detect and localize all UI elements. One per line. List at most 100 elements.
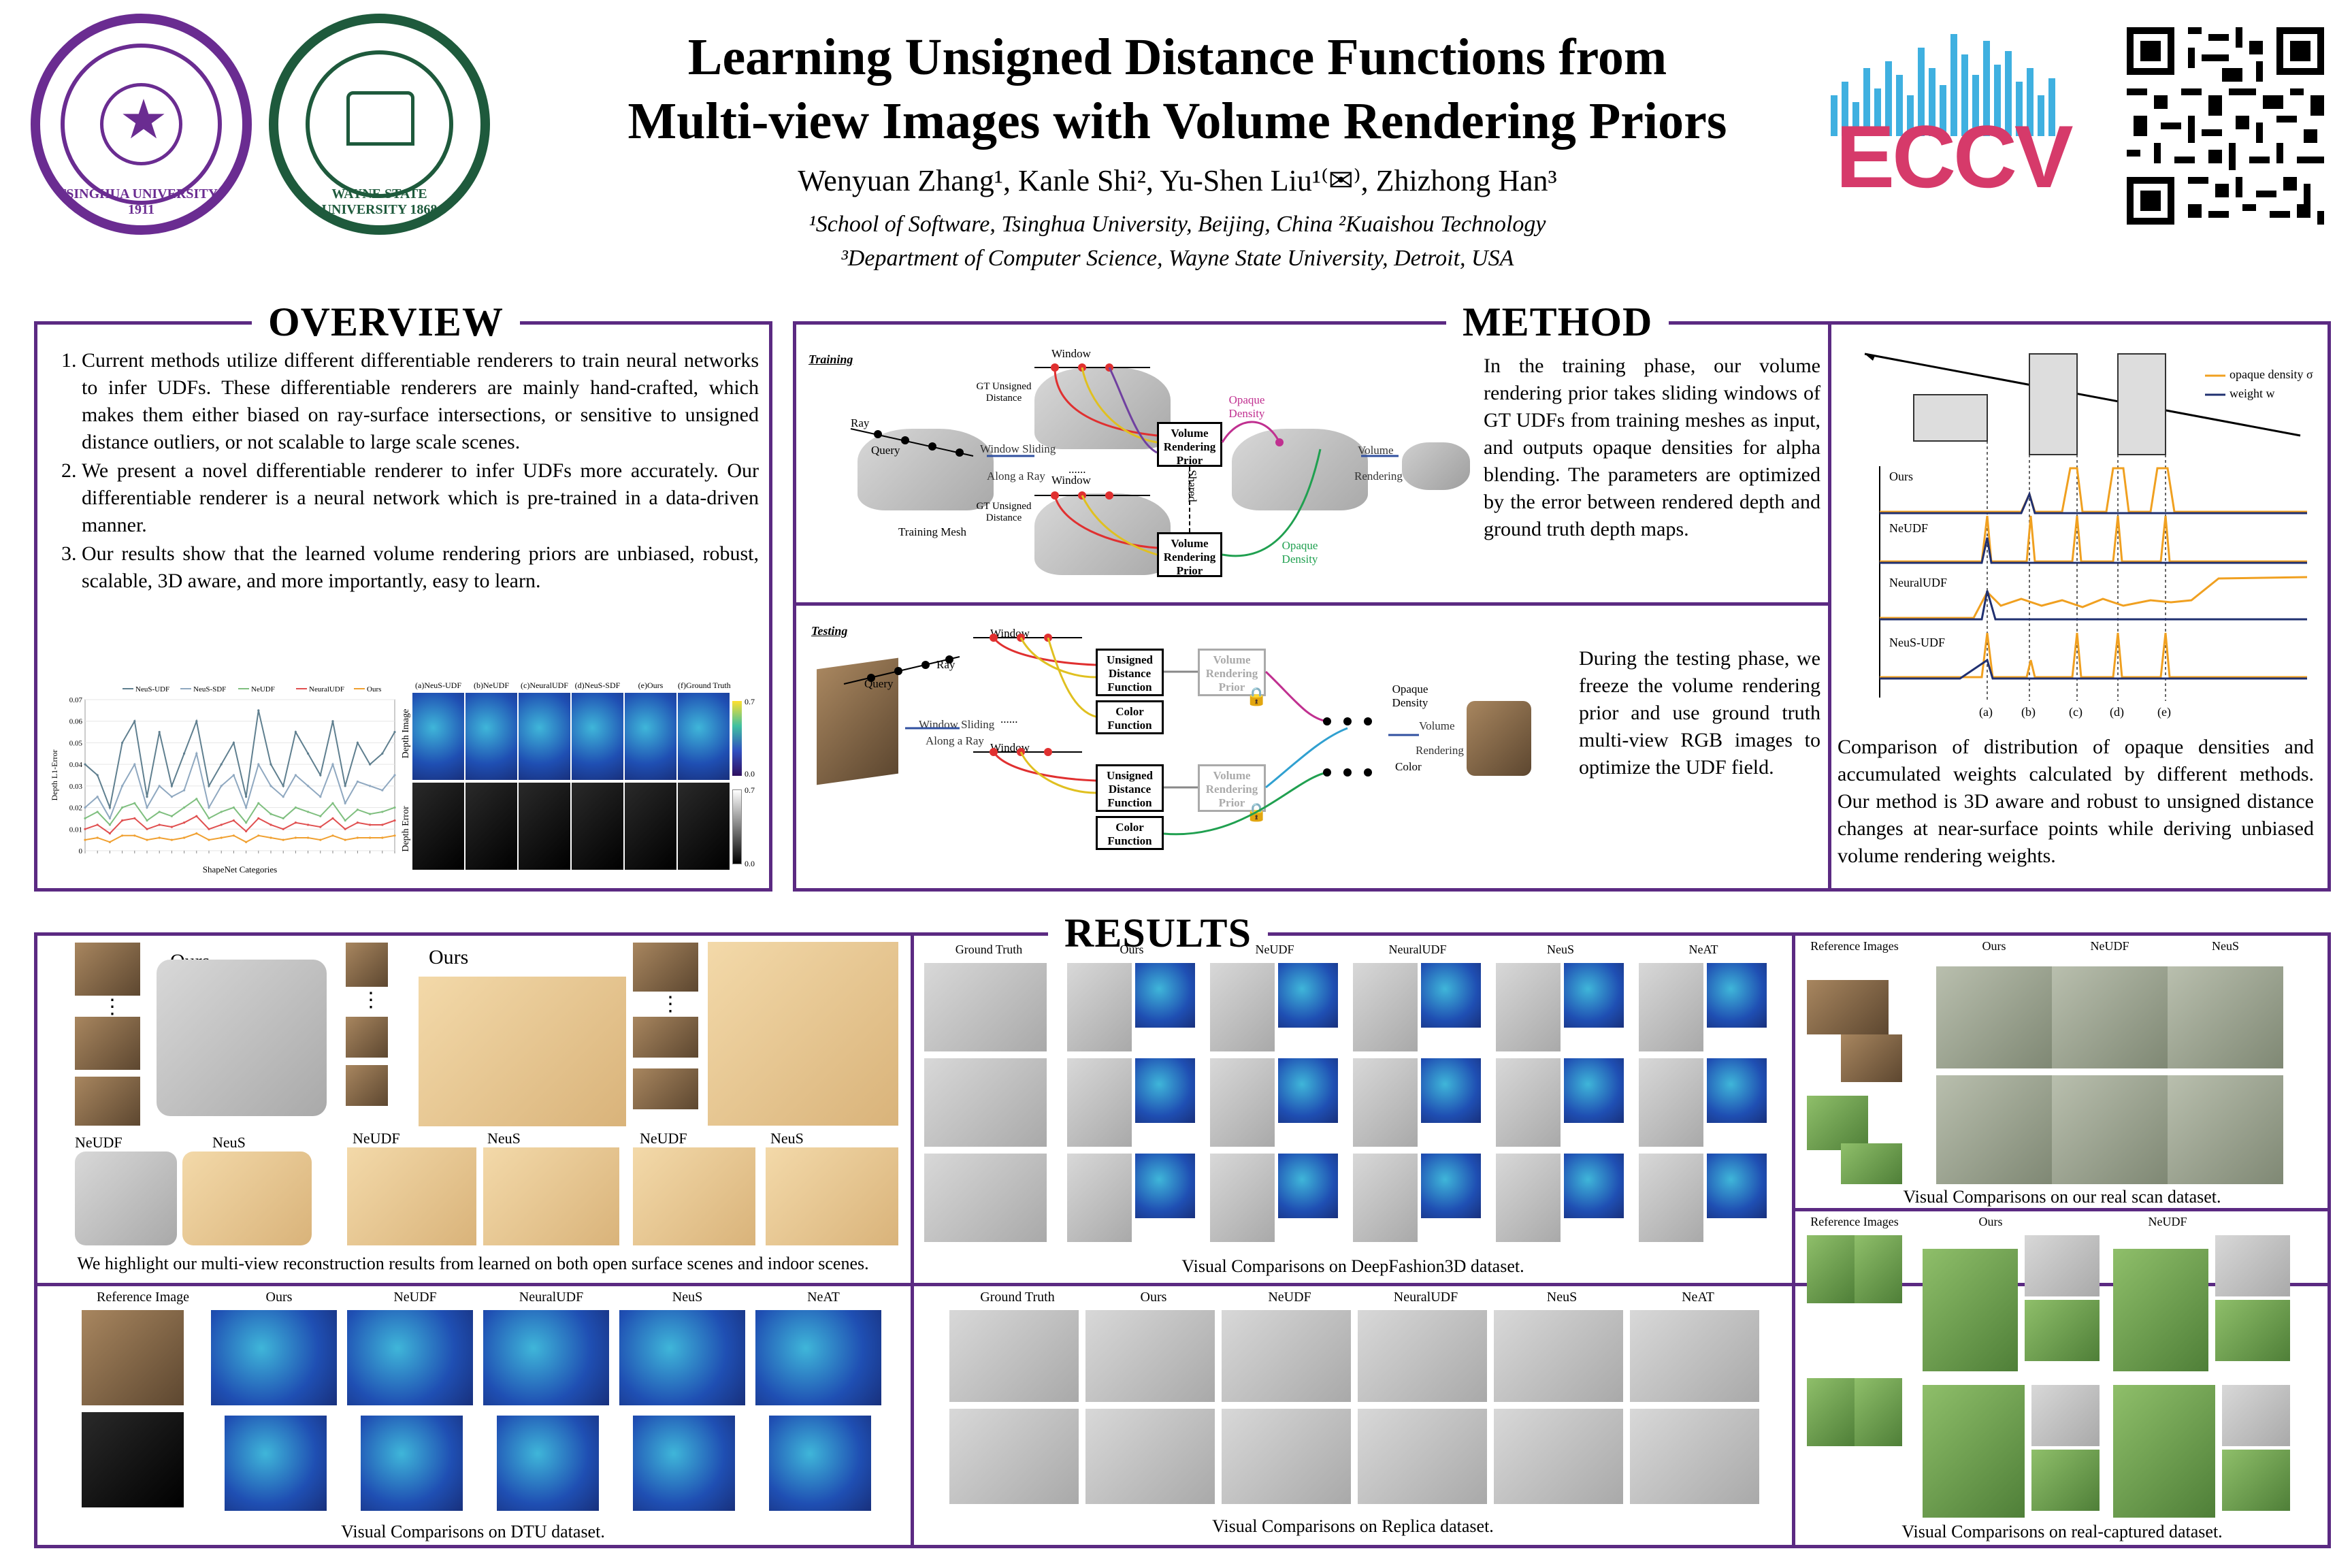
column-label: NeuralUDF <box>519 1290 584 1305</box>
burger-box-neus <box>182 1152 312 1245</box>
dist-tick-e: (e) <box>2157 705 2171 719</box>
data-point <box>257 763 260 766</box>
column-label: NeuS <box>1547 943 1574 956</box>
eggshell-neudf <box>347 1147 476 1245</box>
data-point <box>121 806 124 809</box>
error-map <box>1564 1058 1624 1123</box>
column-label: Ours <box>1140 1290 1167 1305</box>
room-mesh <box>1222 1310 1351 1402</box>
error-map <box>1707 963 1767 1028</box>
data-point <box>96 811 99 813</box>
gt-udf-label: GT Unsigned Distance <box>976 381 1032 404</box>
results-divider-v1 <box>911 932 914 1548</box>
neus-label: NeuS <box>487 1130 521 1147</box>
data-point <box>133 763 136 766</box>
error-map <box>1135 963 1195 1028</box>
statue-error-mesh <box>497 1416 599 1511</box>
distribution-caption: Comparison of distribution of opaque den… <box>1838 736 2314 867</box>
depth-image <box>412 693 464 780</box>
data-point <box>170 815 173 817</box>
depth-col-0: (a)NeuS-UDF <box>415 681 461 690</box>
garment-mesh <box>1496 963 1561 1051</box>
data-point <box>307 752 310 755</box>
garment-mesh <box>1210 1154 1275 1242</box>
room-mesh <box>1358 1409 1487 1504</box>
colorbar-error-min: 0.0 <box>745 859 755 868</box>
room-mesh <box>1085 1409 1215 1504</box>
data-point <box>282 828 284 830</box>
zoom-crop <box>2025 1235 2100 1296</box>
garment-mesh <box>924 963 1047 1051</box>
room-mesh <box>1222 1409 1351 1504</box>
dist-row-neudf: NeUDF <box>1889 521 1928 535</box>
data-point <box>270 763 272 766</box>
depth-image <box>572 693 623 780</box>
data-point <box>195 832 198 835</box>
density-distribution-plot: opaque density σ weight w Ours NeUDF Neu… <box>1838 333 2324 735</box>
y-tick-label: 0.06 <box>69 718 83 726</box>
results-divider-h1 <box>34 1283 2331 1286</box>
qr-code[interactable] <box>2127 27 2324 225</box>
data-point <box>307 823 310 826</box>
flower-mesh <box>2113 1385 2215 1518</box>
data-point <box>96 836 99 839</box>
data-point <box>344 802 346 804</box>
window-sliding-label: Window Sliding <box>980 442 1056 455</box>
error-map <box>1421 963 1481 1028</box>
ours-label: Ours <box>429 946 469 968</box>
dist-tick-d: (d) <box>2110 705 2124 719</box>
reference-photo <box>633 943 698 992</box>
data-point <box>121 741 124 745</box>
garment-mesh <box>1067 1058 1132 1147</box>
data-point <box>220 785 223 787</box>
data-point <box>220 811 223 813</box>
data-point <box>220 763 223 766</box>
data-point <box>208 817 210 820</box>
training-diagram: Training Volume Rendering Prior Volume R… <box>803 340 1477 599</box>
reference-photo <box>82 1412 184 1507</box>
data-point <box>393 774 396 777</box>
wayne-state-logo: WAYNE STATE UNIVERSITY 1868 <box>269 14 490 235</box>
data-point <box>195 815 198 817</box>
column-label: NeuS <box>2212 939 2239 953</box>
affiliation-1: ¹School of Software, Tsinghua University… <box>808 212 1546 237</box>
colorbar-depth <box>732 701 742 776</box>
column-label: Ours <box>1120 943 1144 956</box>
error-map <box>1135 1154 1195 1218</box>
data-point <box>121 834 124 837</box>
dist-tick-c: (c) <box>2069 705 2082 719</box>
reference-photo <box>346 1017 388 1058</box>
real-scan-caption: Visual Comparisons on our real scan data… <box>1903 1187 2221 1207</box>
error-map <box>1564 1154 1624 1218</box>
opaque-density-label: Opaque Density <box>1281 539 1318 566</box>
error-map <box>1707 1154 1767 1218</box>
color-label: Color <box>1395 760 1422 773</box>
data-point <box>294 836 297 839</box>
column-label: Reference Images <box>1810 939 1899 953</box>
data-point <box>381 752 384 755</box>
building-error-mesh <box>211 1310 337 1405</box>
data-point <box>84 817 86 820</box>
error-image <box>572 783 623 870</box>
vrp-frozen-node: Volume Rendering Prior <box>1198 764 1266 812</box>
eggshell-neus <box>483 1147 619 1245</box>
book-icon <box>346 91 414 146</box>
data-point <box>84 828 86 830</box>
depth-col-2: (c)NeuralUDF <box>521 681 568 690</box>
x-axis-label: ShapeNet Categories <box>203 864 277 875</box>
eccv-logo: ECCV <box>1824 27 2082 201</box>
authors: Wenyuan Zhang¹, Kanle Shi², Yu-Shen Liu¹… <box>798 164 1557 197</box>
plant-mesh <box>1923 1249 2018 1371</box>
data-point <box>257 817 260 820</box>
colorbar-depth-max: 0.7 <box>745 697 755 706</box>
volume-label: Volume <box>1358 444 1394 457</box>
star-icon: ★ <box>119 91 168 150</box>
column-label: NeUDF <box>2148 1215 2187 1228</box>
data-point <box>208 828 210 830</box>
depth-row-label-error: Depth Error <box>401 806 411 852</box>
window-label: Window <box>1051 474 1091 487</box>
building-error-mesh <box>483 1310 609 1405</box>
data-point <box>282 817 284 820</box>
column-label: NeAT <box>1688 943 1718 956</box>
room-mesh <box>949 1409 1079 1504</box>
